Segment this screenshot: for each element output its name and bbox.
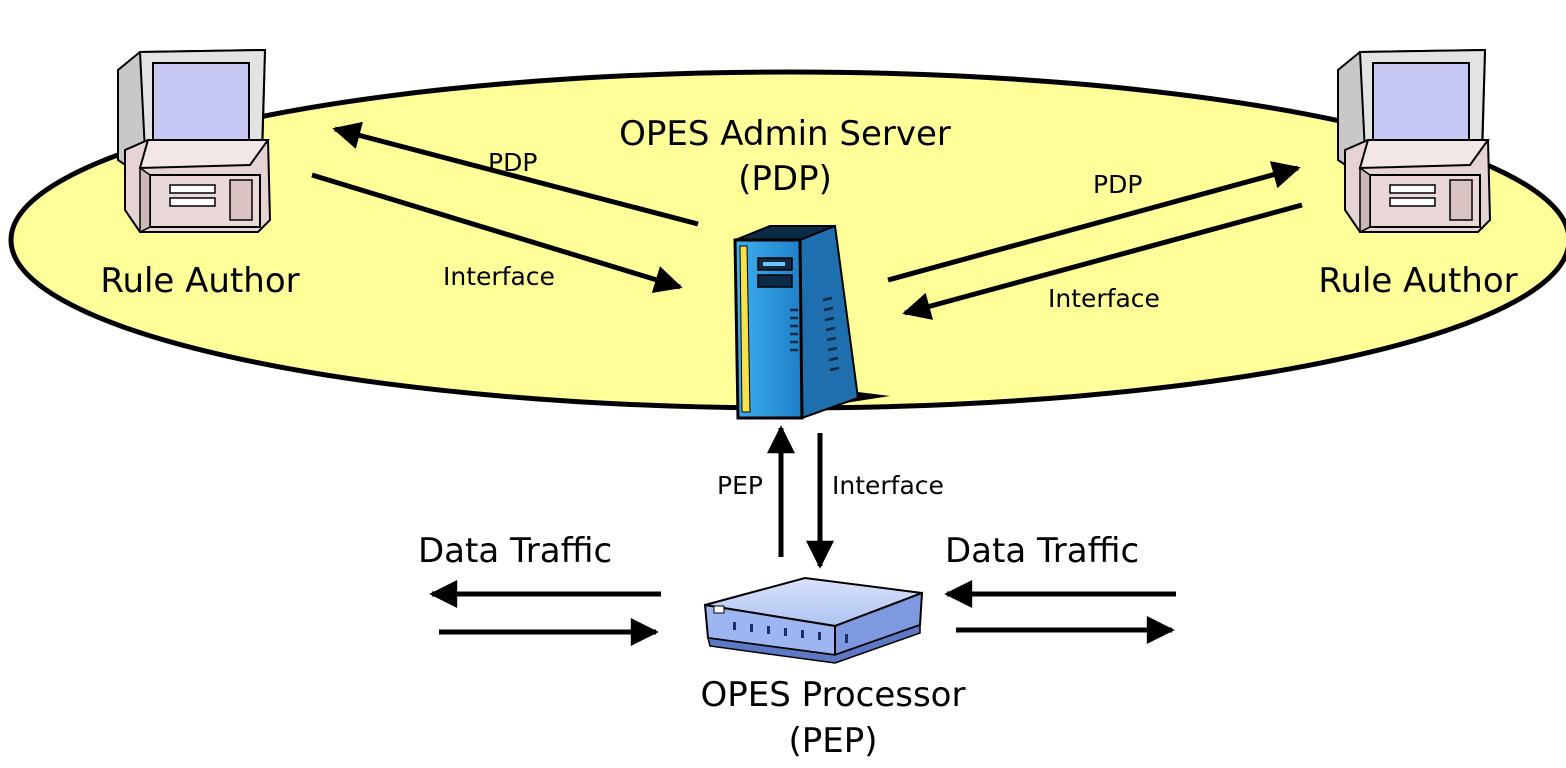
right-pdp-label: PDP	[1093, 170, 1142, 199]
left-pdp-label: PDP	[488, 148, 537, 177]
right-interface-label: Interface	[1048, 284, 1160, 313]
right-rule-author-computer	[1337, 48, 1492, 234]
admin-server-title: OPES Admin Server	[619, 114, 951, 154]
right-interface-arrow	[902, 202, 1303, 320]
processor-title: OPES Processor	[701, 675, 966, 715]
network-router-icon	[703, 576, 924, 664]
tower-server-icon	[733, 224, 890, 420]
left-pdp-arrow	[332, 121, 699, 227]
right-rule-author-label: Rule Author	[1318, 261, 1517, 301]
interface-label-vertical: Interface	[832, 471, 944, 500]
right-pdp-arrow	[887, 161, 1301, 283]
admin-server-subtitle: (PDP)	[738, 159, 832, 199]
right-data-traffic-label: Data Traffic	[945, 531, 1139, 571]
left-rule-author-computer: Rule Author	[100, 48, 300, 301]
desktop-computer-icon	[117, 48, 272, 234]
left-interface-arrow	[311, 172, 683, 294]
processor-subtitle: (PEP)	[788, 721, 877, 761]
pep-label: PEP	[717, 471, 763, 500]
left-rule-author-label: Rule Author	[100, 261, 299, 301]
left-data-traffic-label: Data Traffic	[418, 531, 612, 571]
left-interface-label: Interface	[443, 262, 555, 291]
desktop-computer-icon	[1337, 48, 1492, 234]
